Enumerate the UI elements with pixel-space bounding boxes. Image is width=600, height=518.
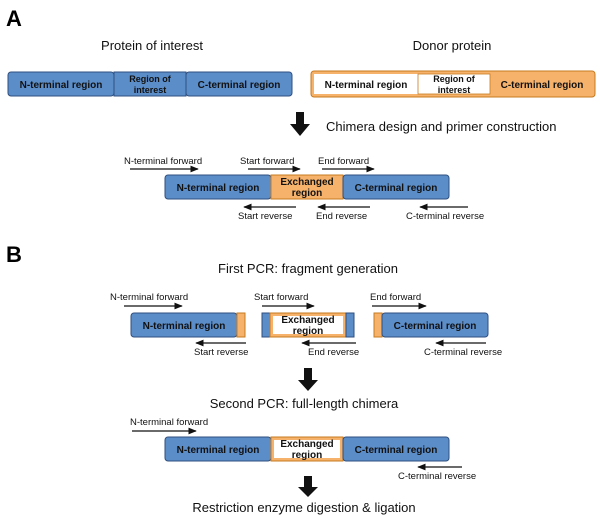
fragment-1-overlap-tail (236, 312, 246, 338)
donor-n-terminal-segment (314, 74, 418, 94)
primer-label-start-forward-b: Start forward (254, 292, 308, 303)
donor-protein-heading: Donor protein (413, 38, 492, 53)
donor-region-label-line1: Region of (433, 74, 475, 84)
fragment-2-left-overlap (261, 312, 271, 338)
chimera-a-exchanged-label-line1: Exchanged (280, 177, 333, 188)
poi-c-terminal-label: C-terminal region (198, 80, 281, 91)
primer-label-start-reverse-a: Start reverse (238, 211, 292, 222)
fragment-2-label-line1: Exchanged (281, 315, 334, 326)
chimera-b-exchanged-inner (274, 440, 340, 458)
poi-n-terminal-label: N-terminal region (20, 80, 103, 91)
primer-label-start-reverse-b: Start reverse (194, 347, 248, 358)
primer-label-n-forward-a: N-terminal forward (124, 156, 202, 167)
chimera-bar-a: N-terminal region Exchanged region C-ter… (164, 174, 450, 200)
primer-label-end-forward-b: End forward (370, 292, 421, 303)
primer-label-end-reverse-b: End reverse (308, 347, 359, 358)
primer-label-n-forward-b2: N-terminal forward (130, 417, 208, 428)
fragment-c-terminal: C-terminal region (373, 312, 489, 338)
fragment-n-terminal: N-terminal region (130, 312, 246, 338)
protein-of-interest-heading: Protein of interest (101, 38, 203, 53)
primer-label-start-forward-a: Start forward (240, 156, 294, 167)
first-pcr-heading: First PCR: fragment generation (218, 261, 398, 276)
donor-protein-bar: N-terminal region Region of interest C-t… (310, 70, 596, 98)
fragment-3-blue-segment (381, 312, 489, 338)
primer-label-end-forward-a: End forward (318, 156, 369, 167)
poi-region-of-interest-segment (113, 71, 187, 97)
chimera-a-n-terminal-label: N-terminal region (177, 183, 260, 194)
chimera-bar-b: N-terminal region Exchanged region C-ter… (164, 436, 450, 462)
panel-label-b: B (6, 242, 22, 267)
protein-of-interest-bar: N-terminal region Region of interest C-t… (7, 71, 293, 97)
fragment-2-right-overlap (345, 312, 355, 338)
down-arrow-icon (298, 476, 318, 497)
chimera-a-exchanged-label-line2: region (292, 188, 323, 199)
fragment-2-inner (273, 316, 343, 334)
final-step-heading: Restriction enzyme digestion & ligation (192, 500, 415, 515)
fragment-1-label: N-terminal region (143, 321, 226, 332)
chimera-a-exchanged-segment (270, 174, 344, 200)
down-arrow-icon (298, 368, 318, 391)
primer-label-end-reverse-a: End reverse (316, 211, 367, 222)
fragment-3-label: C-terminal region (394, 321, 477, 332)
second-pcr-heading: Second PCR: full-length chimera (210, 396, 399, 411)
poi-c-terminal-segment (185, 71, 293, 97)
panel-label-a: A (6, 6, 22, 31)
poi-region-label-line2: interest (134, 85, 167, 95)
down-arrow-icon (290, 112, 310, 136)
primer-label-c-reverse-a: C-terminal reverse (406, 211, 484, 222)
chimera-b-c-terminal-segment (342, 436, 450, 462)
chimera-a-c-terminal-label: C-terminal region (355, 183, 438, 194)
chimera-b-c-terminal-label: C-terminal region (355, 445, 438, 456)
donor-c-terminal-label: C-terminal region (501, 80, 584, 91)
chimera-a-c-terminal-segment (342, 174, 450, 200)
fragment-2-label-line2: region (293, 326, 324, 337)
primer-label-n-forward-b: N-terminal forward (110, 292, 188, 303)
chimera-b-n-terminal-label: N-terminal region (177, 445, 260, 456)
fragment-3-overlap-head (373, 312, 383, 338)
donor-region-label-line2: interest (438, 85, 471, 95)
poi-region-label-line1: Region of (129, 74, 171, 84)
fragment-exchanged: Exchanged region (261, 312, 355, 338)
primer-label-c-reverse-b2: C-terminal reverse (398, 471, 476, 482)
primer-label-c-reverse-b: C-terminal reverse (424, 347, 502, 358)
donor-region-of-interest-segment (417, 73, 491, 95)
donor-n-terminal-label: N-terminal region (325, 80, 408, 91)
chimera-design-step: Chimera design and primer construction (326, 119, 557, 134)
chimera-b-exchanged-label-line2: region (292, 450, 323, 461)
chimera-b-exchanged-label-line1: Exchanged (280, 439, 333, 450)
